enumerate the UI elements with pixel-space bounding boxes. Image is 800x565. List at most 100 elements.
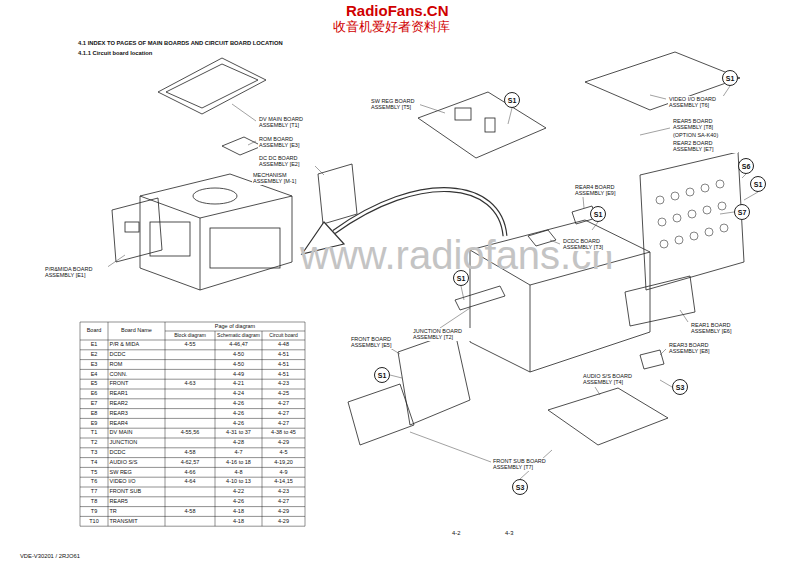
index-table-grid: [215, 331, 216, 526]
connector-jacks: [673, 214, 681, 222]
leader-line: [595, 387, 600, 395]
board-outline: [625, 276, 695, 326]
leader-line: [461, 286, 464, 300]
connector-jacks: [658, 218, 666, 226]
screw-callout: S1: [453, 270, 469, 286]
connector-jacks: [720, 224, 728, 232]
leader-line: [720, 212, 734, 214]
assembly-callout: REAR2 BOARD ASSEMBLY [E7]: [672, 140, 738, 153]
page-number: 4-62,57: [167, 458, 214, 468]
board-code: E2: [82, 350, 107, 360]
page-number: 4-19,20: [264, 458, 304, 468]
page-number: 4-50: [217, 360, 261, 370]
connector-jacks: [690, 232, 698, 240]
board-code: T10: [82, 516, 107, 526]
direction-arrow: [334, 190, 505, 236]
table-header: Page of diagram: [167, 322, 304, 331]
leader-line: [680, 310, 688, 322]
screw-callout: S3: [672, 379, 688, 395]
page-number: 4-2: [452, 530, 460, 537]
board-name: AUDIO S/S: [110, 458, 164, 468]
board-name: TRANSMIT: [110, 516, 164, 526]
page-number: 4-66: [167, 467, 214, 477]
board-outline: [455, 108, 471, 120]
page-number: 4-27: [264, 399, 304, 409]
page-number: 4-27: [264, 418, 304, 428]
page-number: 4-51: [264, 360, 304, 370]
index-table-grid: [80, 389, 305, 390]
index-table-grid: [80, 467, 305, 468]
table-header: Board Name: [110, 322, 164, 340]
board-outline: [150, 222, 190, 256]
leader-line: [248, 141, 256, 145]
page-number: 4-55,56: [167, 428, 214, 438]
board-outline: [166, 64, 258, 108]
connector-jacks: [705, 228, 713, 236]
page-number: 4-58: [167, 507, 214, 517]
screw-callout: S1: [590, 206, 606, 222]
leader-line: [742, 174, 746, 178]
section-heading: 4.1.1 Circuit board location: [78, 50, 152, 57]
board-outline: [200, 218, 201, 290]
table-header: Board: [82, 322, 107, 340]
page-number: 4-23: [264, 379, 304, 389]
leader-line: [660, 349, 666, 355]
leader-line: [418, 104, 445, 113]
index-table-grid: [80, 487, 305, 488]
screw-callout: S3: [512, 479, 528, 495]
board-outline: [640, 350, 664, 369]
page-number: 4-9: [264, 467, 304, 477]
board-name: JUNCTION: [110, 438, 164, 448]
page-number: 4-18: [217, 516, 261, 526]
index-table-grid: [80, 496, 305, 497]
board-code: T8: [82, 497, 107, 507]
assembly-callout: REAR5 BOARD ASSEMBLY [T8]: [672, 118, 738, 131]
board-code: T4: [82, 458, 107, 468]
page-number: 4-48: [264, 340, 304, 350]
callout-number: S7: [738, 209, 747, 216]
assembly-callout: MECHANISM ASSEMBLY [M-1]: [252, 172, 316, 185]
page-number: 4-29: [264, 507, 304, 517]
leader-line: [583, 197, 584, 208]
assembly-callout: JUNCTION BOARD ASSEMBLY [T2]: [412, 328, 474, 341]
index-table-grid: [165, 322, 166, 526]
board-outline: [112, 52, 744, 445]
board-code: T3: [82, 448, 107, 458]
assembly-callout: P/R&MIDA BOARD ASSEMBLY [E1]: [44, 266, 108, 279]
page-number: 4-22: [217, 487, 261, 497]
screw-callout: S1: [374, 367, 390, 383]
page-number: 4-7: [217, 448, 261, 458]
board-code: T6: [82, 477, 107, 487]
page-number: 4-27: [264, 497, 304, 507]
connector-jacks: [675, 236, 683, 244]
page-number: 4-38 to 45: [264, 428, 304, 438]
page-number: 4-5: [264, 448, 304, 458]
board-name: TR: [110, 507, 164, 517]
callout-number: S1: [457, 275, 466, 282]
assembly-callout: DC DC BOARD ASSEMBLY [E2]: [258, 155, 315, 168]
board-code: E9: [82, 418, 107, 428]
board-outline: [398, 332, 470, 425]
board-outline: [530, 285, 531, 372]
page-number: 4-16 to 18: [217, 458, 261, 468]
index-table-grid: [80, 516, 305, 517]
index-table-grid: [80, 398, 305, 399]
connector-jacks: [656, 196, 664, 204]
board-name: REAR1: [110, 389, 164, 399]
board-outline: [193, 188, 237, 204]
index-table-grid: [80, 457, 305, 458]
page-number: 4-29: [264, 516, 304, 526]
board-code: T5: [82, 467, 107, 477]
page-heading: 4.1 INDEX TO PAGES OF MAIN BOARDS AND CI…: [78, 40, 283, 47]
page-number: 4-14,15: [264, 477, 304, 487]
assembly-callout: DCDC BOARD ASSEMBLY [T3]: [562, 238, 616, 251]
leader-line: [410, 432, 491, 462]
screw-callout: S1: [750, 176, 766, 192]
board-code: E5: [82, 379, 107, 389]
watermark: RadioFans.CN: [346, 2, 449, 19]
callout-number: S1: [726, 75, 735, 82]
index-table-grid: [80, 477, 305, 478]
assembly-callout: (OPTION SA-K40): [672, 132, 738, 138]
index-table-grid: [305, 322, 306, 526]
index-table-grid: [262, 331, 263, 526]
